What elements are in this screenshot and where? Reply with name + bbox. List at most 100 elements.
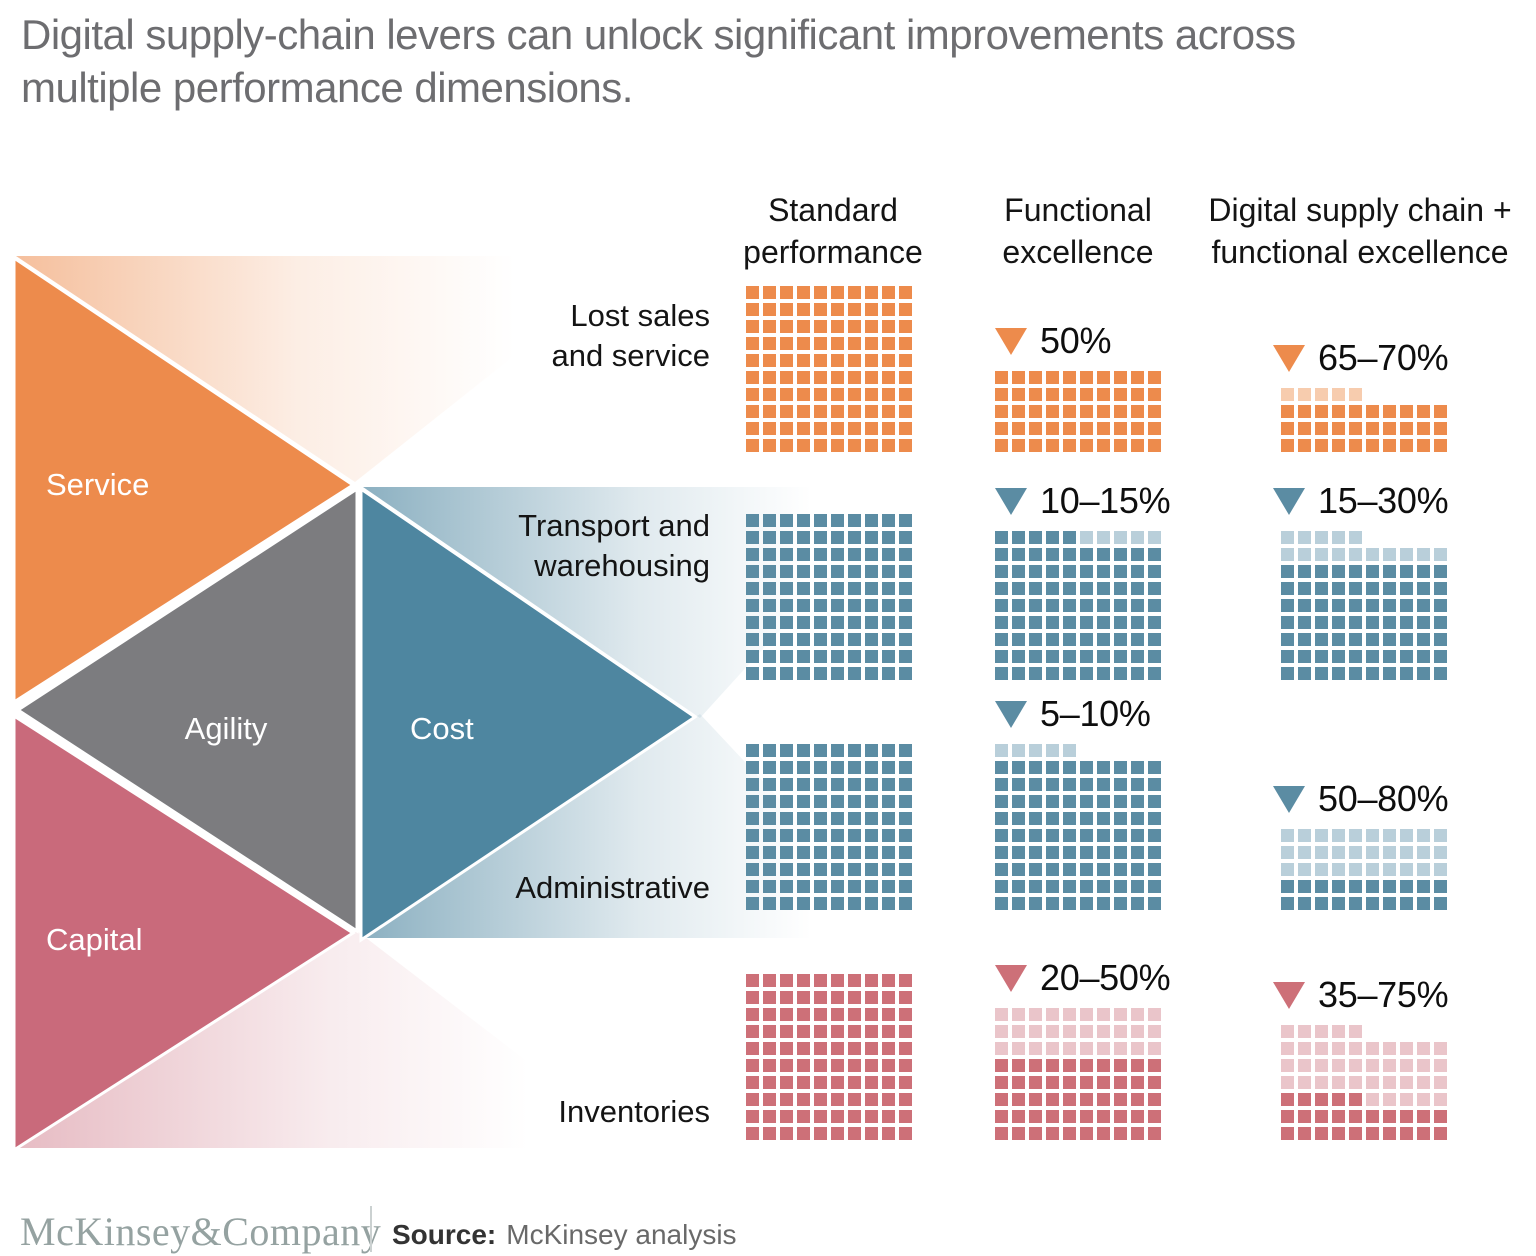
waffle-square	[1046, 565, 1059, 578]
waffle-square	[797, 565, 810, 578]
waffle-square	[1281, 863, 1294, 876]
waffle-square	[780, 599, 793, 612]
waffle-square	[1029, 863, 1042, 876]
waffle-square	[1029, 616, 1042, 629]
waffle-square	[763, 1076, 776, 1089]
waffle-square	[1012, 565, 1025, 578]
waffle-square	[1298, 1110, 1311, 1123]
waffle-square	[1298, 616, 1311, 629]
waffle-square	[797, 548, 810, 561]
waffle-square	[1400, 1127, 1413, 1140]
waffle-square	[1097, 633, 1110, 646]
waffle-square	[1080, 582, 1093, 595]
waffle-square	[899, 565, 912, 578]
waffle-square	[1131, 795, 1144, 808]
waffle-square	[814, 303, 827, 316]
waffle-square	[865, 761, 878, 774]
waffle-square	[797, 371, 810, 384]
waffle-square	[1029, 812, 1042, 825]
waffle-square	[1114, 548, 1127, 561]
waffle-square	[814, 1025, 827, 1038]
waffle-square	[1366, 650, 1379, 663]
waffle-square	[1012, 795, 1025, 808]
waffle-square	[848, 405, 861, 418]
waffle-square	[1097, 829, 1110, 842]
waffle-square	[797, 991, 810, 1004]
waffle-square	[1298, 439, 1311, 452]
waffle-square	[1097, 778, 1110, 791]
waffle-square	[882, 1076, 895, 1089]
waffle-square	[814, 337, 827, 350]
waffle-square	[814, 1110, 827, 1123]
waffle-square	[1114, 405, 1127, 418]
waffle-square	[1417, 599, 1430, 612]
waffle-square	[831, 650, 844, 663]
waffle-square	[1281, 439, 1294, 452]
waffle-square	[1315, 897, 1328, 910]
waffle-square	[1400, 1110, 1413, 1123]
waffle-square	[1349, 565, 1362, 578]
waffle-square	[1298, 829, 1311, 842]
waffle-square	[1131, 846, 1144, 859]
waffle-square	[1080, 599, 1093, 612]
waffle-square	[1114, 1110, 1127, 1123]
waffle-square	[780, 514, 793, 527]
waffle-square	[1298, 846, 1311, 859]
waffle-square	[1114, 880, 1127, 893]
waffle-square	[746, 863, 759, 876]
cost-triangle	[359, 486, 698, 943]
waffle-square	[797, 531, 810, 544]
waffle-square	[814, 405, 827, 418]
waffle-square	[1029, 880, 1042, 893]
waffle-square	[1012, 548, 1025, 561]
waffle-square	[780, 1127, 793, 1140]
waffle-square	[1114, 371, 1127, 384]
waffle-square	[865, 991, 878, 1004]
waffle-square	[1097, 846, 1110, 859]
waffle-square	[831, 1042, 844, 1055]
waffle-square	[814, 320, 827, 333]
waffle-square	[1012, 812, 1025, 825]
waffle-square	[899, 388, 912, 401]
mckinsey-company-logo: McKinsey&Company	[20, 1209, 382, 1254]
waffle-square	[882, 778, 895, 791]
waffle-square	[1417, 880, 1430, 893]
waffle-square	[1298, 633, 1311, 646]
waffle-square	[995, 371, 1008, 384]
waffle-square	[746, 897, 759, 910]
waffle-square	[1315, 829, 1328, 842]
waffle-square	[1383, 616, 1396, 629]
waffle-square	[763, 650, 776, 663]
waffle-square	[780, 1093, 793, 1106]
waffle-square	[814, 744, 827, 757]
waffle-square	[1434, 863, 1447, 876]
waffle-square	[1148, 778, 1161, 791]
waffle-square	[1131, 405, 1144, 418]
waffle-square	[1315, 388, 1328, 401]
waffle-square	[1366, 439, 1379, 452]
waffle-square	[1349, 1059, 1362, 1072]
waffle-square	[831, 1008, 844, 1021]
waffle-square	[746, 303, 759, 316]
waffle-square	[1063, 548, 1076, 561]
waffle-square	[848, 548, 861, 561]
waffle-square	[882, 531, 895, 544]
waffle-square	[780, 1076, 793, 1089]
waffle-square	[780, 633, 793, 646]
waffle-square	[1097, 1110, 1110, 1123]
waffle-square	[1349, 880, 1362, 893]
waffle-square	[848, 1059, 861, 1072]
waffle-square	[1315, 1059, 1328, 1072]
waffle-square	[1298, 405, 1311, 418]
waffle-square	[1131, 829, 1144, 842]
waffle-square	[865, 1127, 878, 1140]
waffle-square	[746, 1093, 759, 1106]
waffle-square	[1434, 846, 1447, 859]
waffle-square	[1349, 897, 1362, 910]
waffle-square	[1349, 1093, 1362, 1106]
waffle-square	[1148, 616, 1161, 629]
waffle-square	[899, 439, 912, 452]
waffle-square	[899, 616, 912, 629]
waffle-square	[1400, 1076, 1413, 1089]
